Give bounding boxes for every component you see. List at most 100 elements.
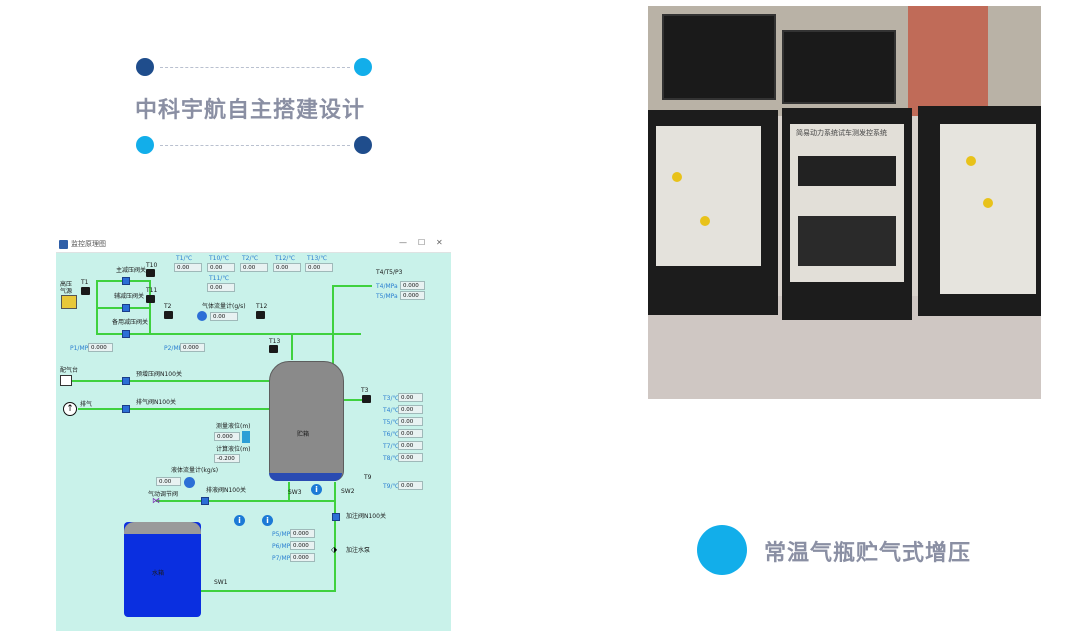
- minimize-button[interactable]: —: [399, 238, 407, 247]
- app-icon: [59, 240, 68, 249]
- gas-station-label: 配气台: [60, 367, 79, 374]
- temp-t8-value: 0.00: [398, 453, 423, 462]
- sensor-t13-label: T13: [269, 338, 281, 345]
- temp-t4-value: 0.00: [398, 405, 423, 414]
- gas-source-label: 高压气源: [60, 281, 73, 295]
- water-tank-label: 水箱: [152, 570, 165, 577]
- photo-cabinet-center-rack2: [798, 216, 896, 266]
- pipe-tank-right: [341, 399, 371, 401]
- pneumatic-valve-label: 气动调节阀: [148, 491, 179, 498]
- p1-label: P1/MPa: [70, 345, 92, 352]
- dot-light-bottom-left: [136, 136, 154, 154]
- temp-header-t1: T1/℃: [176, 255, 193, 262]
- sensor-t3[interactable]: [362, 395, 371, 403]
- temp-t8-label: T8/℃: [383, 455, 400, 462]
- photo-red-window: [908, 6, 988, 116]
- temp-t9-label: T9/℃: [383, 483, 400, 490]
- bottom-press-2-label: P7/MPa: [272, 555, 294, 562]
- bottom-press-0-value: 0.000: [290, 529, 315, 538]
- fine-reduce-valve[interactable]: [122, 304, 130, 312]
- pipe-drain-h: [156, 500, 336, 502]
- temp-value-t1: 0.00: [174, 263, 202, 272]
- sensor-t10[interactable]: [146, 269, 155, 277]
- temp-t5-label: T5/℃: [383, 419, 400, 426]
- photo-yellow-connector-2: [700, 216, 710, 226]
- vent-icon: ↑: [63, 402, 77, 416]
- pump-label: 加注水泵: [346, 547, 371, 554]
- info-icon-tank[interactable]: i: [311, 484, 322, 495]
- sensor-t11-label: T11: [146, 287, 158, 294]
- temp-t3-value: 0.00: [398, 393, 423, 402]
- maximize-button[interactable]: ☐: [418, 238, 426, 247]
- pipe-collector-v: [149, 280, 151, 335]
- vent-valve[interactable]: [122, 405, 130, 413]
- temp-header-t10: T10/℃: [209, 255, 230, 262]
- temp-header-t2: T2/℃: [242, 255, 259, 262]
- pipe-vent: [78, 408, 270, 410]
- right-top-1-label: T5/MPa: [376, 293, 398, 300]
- sensor-t1[interactable]: [81, 287, 90, 295]
- bullet-dot: [697, 525, 747, 575]
- stop-valve[interactable]: [122, 377, 130, 385]
- photo-monitor-left: [662, 14, 776, 100]
- fill-valve[interactable]: [332, 513, 340, 521]
- water-tank: [124, 522, 201, 617]
- photo-cabinet-right-panel: [940, 124, 1036, 294]
- temp-value-t11: 0.00: [207, 283, 235, 292]
- pneumatic-valve[interactable]: ⋈: [152, 496, 160, 505]
- window-titlebar: 监控原理图 — ☐ ✕: [56, 237, 451, 253]
- window-title: 监控原理图: [71, 240, 106, 248]
- storage-tank: [269, 361, 344, 481]
- temp-value-t12: 0.00: [273, 263, 301, 272]
- water-tank-top: [124, 522, 201, 534]
- pipe-fill-v: [334, 482, 336, 592]
- right-top-0-label: T4/MPa: [376, 283, 398, 290]
- temp-t6-label: T6/℃: [383, 431, 400, 438]
- main-reduce-valve[interactable]: [122, 277, 130, 285]
- temp-t9-value: 0.00: [398, 481, 423, 490]
- p2-value: 0.000: [180, 343, 205, 352]
- p2-label: P2/MPa: [164, 345, 186, 352]
- equipment-photo: 简易动力系统试车测发控系统: [648, 6, 1041, 399]
- sensor-t11[interactable]: [146, 295, 155, 303]
- photo-yellow-connector-1: [672, 172, 682, 182]
- bottom-press-1-value: 0.000: [290, 541, 315, 550]
- pipe-tank-top-h: [332, 285, 372, 287]
- level-calc-value: -0.200: [214, 454, 240, 463]
- temp-t4-label: T4/℃: [383, 407, 400, 414]
- temp-t3-label: T3/℃: [383, 395, 400, 402]
- sensor-t12-label: T12: [256, 303, 268, 310]
- drain-valve[interactable]: [201, 497, 209, 505]
- info-icon-left[interactable]: i: [234, 515, 245, 526]
- temp-t6-value: 0.00: [398, 429, 423, 438]
- page-title: 中科宇航自主搭建设计: [134, 98, 365, 123]
- divider-top: [160, 67, 350, 68]
- scada-window: 监控原理图 — ☐ ✕ T1/℃ 0.00 T10/℃ 0.00 T2/℃ 0.…: [56, 237, 451, 631]
- level-meas-value: 0.000: [214, 432, 240, 441]
- sensor-t13[interactable]: [269, 345, 278, 353]
- temp-value-t2: 0.00: [240, 263, 268, 272]
- temp-t5-value: 0.00: [398, 417, 423, 426]
- liquid-flow-icon: [184, 477, 195, 488]
- pipe-gas-station: [70, 380, 270, 382]
- photo-yellow-connector-4: [983, 198, 993, 208]
- sensor-t2-label: T2: [164, 303, 172, 310]
- backup-reduce-valve[interactable]: [122, 330, 130, 338]
- sensor-t2[interactable]: [164, 311, 173, 319]
- close-button[interactable]: ✕: [436, 238, 443, 247]
- pipe-to-tank-v: [291, 333, 293, 360]
- sensor-t12[interactable]: [256, 311, 265, 319]
- storage-tank-bottom: [269, 473, 342, 481]
- photo-monitor-right: [782, 30, 896, 104]
- pump-icon[interactable]: ⬗: [331, 545, 338, 554]
- bottom-press-2-value: 0.000: [290, 553, 315, 562]
- info-icon-mid[interactable]: i: [262, 515, 273, 526]
- sw1-label: SW1: [214, 579, 228, 586]
- bottom-press-1-label: P6/MPa: [272, 543, 294, 550]
- temp-header-t12: T12/℃: [275, 255, 296, 262]
- photo-cabinet-left-panel: [656, 126, 761, 266]
- pipe-tank-bottom: [288, 482, 290, 500]
- flowmeter-icon: [197, 311, 207, 321]
- fill-valve-label: 加注阀N100关: [346, 513, 386, 520]
- caption-text: 常温气瓶贮气式增压: [764, 541, 972, 566]
